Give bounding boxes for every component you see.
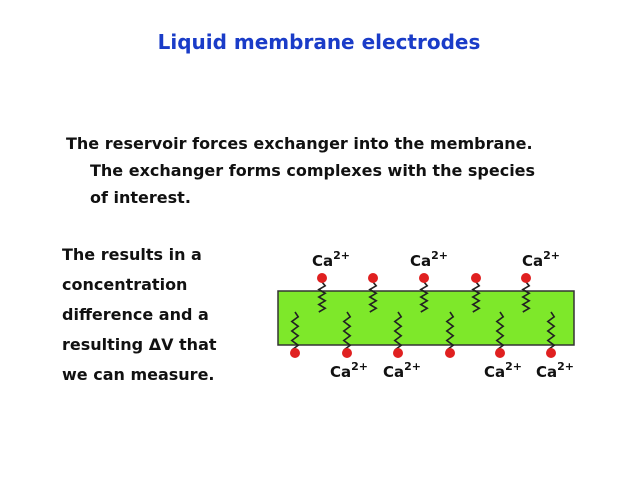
ion-dot <box>419 273 429 283</box>
ion-label-bottom-3: Ca2+ <box>484 360 522 381</box>
exchanger-spring <box>521 281 531 313</box>
slide-title: Liquid membrane electrodes <box>157 30 481 54</box>
exchanger-spring <box>419 281 429 313</box>
exchanger-spring <box>471 281 481 313</box>
bullet-line-1: The reservoir forces exchanger into the … <box>66 134 533 153</box>
exchanger-spring <box>342 311 352 351</box>
explanation-line: we can measure. <box>62 365 215 384</box>
ion-dot <box>546 348 556 358</box>
ion-label-bottom-2: Ca2+ <box>383 360 421 381</box>
ion-label-top-1: Ca2+ <box>312 249 350 270</box>
explanation-line: resulting ΔV that <box>62 335 217 354</box>
ion-dot <box>368 273 378 283</box>
ion-dot <box>317 273 327 283</box>
explanation-line: concentration <box>62 275 188 294</box>
ion-dot <box>495 348 505 358</box>
exchanger-spring <box>393 311 403 351</box>
ion-label-top-3: Ca2+ <box>522 249 560 270</box>
exchanger-spring <box>317 281 327 313</box>
ion-dot <box>342 348 352 358</box>
ion-dot <box>393 348 403 358</box>
bullet-text: The reservoir forces exchanger into the … <box>66 130 586 211</box>
exchanger-spring <box>495 311 505 351</box>
ion-dots <box>290 273 556 358</box>
ion-dot <box>290 348 300 358</box>
ion-dot <box>521 273 531 283</box>
ion-label-bottom-4: Ca2+ <box>536 360 574 381</box>
explanation-line: difference and a <box>62 305 209 324</box>
exchanger-spring <box>368 281 378 313</box>
ion-label-top-2: Ca2+ <box>410 249 448 270</box>
explanation-line: The results in a <box>62 245 202 264</box>
explanation-text: The results in a concentration differenc… <box>62 240 252 390</box>
ion-dot <box>445 348 455 358</box>
bullet-line-3: of interest. <box>90 188 191 207</box>
exchanger-spring <box>445 311 455 351</box>
exchanger-molecules <box>290 281 556 351</box>
bullet-line-2: The exchanger forms complexes with the s… <box>90 161 536 180</box>
ion-label-bottom-1: Ca2+ <box>330 360 368 381</box>
ion-dot <box>471 273 481 283</box>
exchanger-spring <box>290 311 300 351</box>
exchanger-spring <box>546 311 556 351</box>
